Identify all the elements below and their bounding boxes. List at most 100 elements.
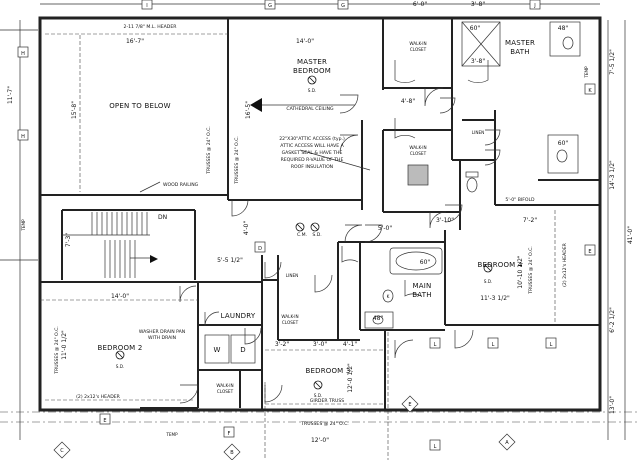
dim-12-0-half: 12'-0 1/2" bbox=[347, 363, 354, 393]
note-trusses-bottom: TRUSSES @ 24" O.C. bbox=[300, 421, 349, 427]
dim-3-8: 3'-8" bbox=[471, 1, 485, 8]
fixtures bbox=[204, 21, 581, 364]
dim-5-5: 5'-5 1/2" bbox=[217, 257, 243, 264]
dim-6-0: 6'-0" bbox=[413, 1, 427, 8]
grid-tag-top-2: G bbox=[268, 3, 272, 9]
room-open-to-below: OPEN TO BELOW bbox=[109, 102, 171, 110]
exterior-walls bbox=[38, 16, 602, 412]
grid-tag-bottom-e: E bbox=[408, 402, 411, 408]
dim-48-vanity: 48" bbox=[373, 315, 384, 322]
dim-4-0: 4'-0" bbox=[243, 221, 250, 235]
dryer-label: D bbox=[240, 346, 246, 354]
room-master-bath-line1: MASTER bbox=[505, 39, 535, 47]
grid-tag-top-3: G bbox=[341, 3, 345, 9]
sd-label-4: S.D. bbox=[484, 279, 493, 284]
note-attic-4: REQUIRED R-VALUE OF THE bbox=[281, 157, 344, 163]
note-washer-1: WASHER DRAIN PAN bbox=[139, 329, 185, 335]
room-walk-in-closet-1a: WALK-IN bbox=[409, 41, 426, 46]
dim-11-0-half: 11'-0 1/2" bbox=[61, 330, 68, 360]
stair: DN bbox=[62, 212, 167, 278]
dim-11-7: 11'-7" bbox=[7, 86, 14, 104]
grid-tag-left-1: H bbox=[21, 51, 25, 57]
room-bedroom-4: BEDROOM 4 bbox=[477, 261, 522, 269]
room-walk-in-closet-2b: CLOSET bbox=[410, 151, 427, 156]
room-bedroom-2: BEDROOM 2 bbox=[97, 344, 142, 352]
room-walk-in-closet-2a: WALK-IN bbox=[409, 145, 426, 150]
dim-4-8: 4'-8" bbox=[401, 98, 415, 105]
dim-10-10-half: 10'-10 1/2" bbox=[517, 255, 524, 289]
window-tag-2: L bbox=[492, 342, 495, 348]
dim-7-5: 7'-5 1/2" bbox=[609, 49, 616, 75]
room-walk-in-closet-3b: CLOSET bbox=[282, 320, 299, 325]
window-tag-d: D bbox=[258, 246, 262, 252]
dim-13-0: 13'-0" bbox=[609, 396, 616, 414]
dim-16-7: 16'-7" bbox=[126, 38, 144, 45]
room-laundry: LAUNDRY bbox=[221, 312, 256, 320]
room-walk-in-closet-4b: CLOSET bbox=[217, 389, 234, 394]
room-linen-2: LINEN bbox=[286, 273, 298, 278]
room-master-bedroom-line2: BEDROOM bbox=[293, 67, 331, 75]
grid-tag-left-2: H bbox=[21, 134, 25, 140]
room-master-bedroom-line1: MASTER bbox=[297, 58, 327, 66]
dim-3-0: 3'-0" bbox=[313, 341, 327, 348]
room-labels: OPEN TO BELOW MASTER BEDROOM S.D. MASTER… bbox=[97, 39, 535, 398]
note-washer-2: WITH DRAIN bbox=[148, 335, 176, 341]
room-walk-in-closet-1b: CLOSET bbox=[410, 47, 427, 52]
dim-14-0-top: 14'-0" bbox=[296, 38, 314, 45]
sd-label-2: S.D. bbox=[116, 364, 125, 369]
note-trusses-vertical-1: TRUSSES @ 24" O.C. bbox=[206, 126, 212, 175]
room-bedroom-3: BEDROOM 3 bbox=[305, 367, 350, 375]
room-main-bath-line1: MAIN bbox=[413, 282, 432, 290]
room-master-bath-line2: BATH bbox=[510, 48, 529, 56]
door-swings bbox=[179, 60, 501, 404]
grid-tag-right-2: E bbox=[588, 249, 591, 255]
dim-3-8b: 3'-8" bbox=[471, 58, 485, 65]
dim-60-sink2: 60" bbox=[558, 140, 569, 147]
note-attic-3: GASKET SEAL & HAVE THE bbox=[282, 150, 343, 156]
note-temp-left: TEMP bbox=[21, 219, 26, 232]
washer-label: W bbox=[213, 346, 220, 354]
note-attic-2: ATTIC ACCESS WILL HAVE A bbox=[280, 143, 344, 149]
grid-tag-bottom-a: A bbox=[505, 440, 509, 446]
smoke-detectors bbox=[115, 75, 493, 390]
window-tag-3: L bbox=[550, 342, 553, 348]
dim-4-1: 4'-1" bbox=[343, 341, 357, 348]
dim-6-2: 6'-2 1/2" bbox=[609, 307, 616, 333]
note-trusses-vertical-2: TRUSSES @ 24" O.C. bbox=[234, 136, 240, 185]
note-header-top: 2-11 7/8" M.L. HEADER bbox=[124, 24, 178, 30]
grid-tag-top-4: J bbox=[533, 3, 535, 9]
window-tag-1: L bbox=[434, 342, 437, 348]
window-tag-4: L bbox=[434, 444, 437, 450]
room-walk-in-closet-4a: WALK-IN bbox=[216, 383, 233, 388]
dashed-lines bbox=[40, 33, 556, 405]
window-tag-e: E bbox=[103, 418, 106, 424]
grid-tag-top-1: I bbox=[146, 3, 147, 9]
note-attic-1: 22"X30"ATTIC ACCESS (typ.) bbox=[279, 136, 345, 142]
note-temp-right: TEMP bbox=[584, 66, 589, 79]
dim-11-3-half: 11'-3 1/2" bbox=[480, 295, 510, 302]
dim-7-3: 7'-3" bbox=[65, 233, 72, 247]
kitchen-k-label: K bbox=[387, 294, 390, 299]
note-header-2x12-right: (2) 2x12's HEADER bbox=[562, 242, 568, 287]
grid-tag-right-1: K bbox=[588, 88, 592, 94]
note-bifold: 5'-0" BIFOLD bbox=[505, 197, 535, 203]
dim-3-2: 3'-2" bbox=[275, 341, 289, 348]
dimensions: 16'-7" 14'-0" 6'-0" 3'-8" 3'-8" 60" 48" … bbox=[7, 1, 634, 444]
note-cm: C.M. bbox=[297, 232, 307, 238]
note-sd-cm: S.D. bbox=[312, 232, 321, 238]
notes: 2-11 7/8" M.L. HEADER CATHEDRAL CEILING … bbox=[21, 24, 589, 437]
dim-48-sink1: 48" bbox=[558, 25, 569, 32]
note-girder: GIRDER TRUSS bbox=[310, 398, 344, 404]
grid-tag-bottom-f: F bbox=[228, 431, 231, 437]
note-header-2x12-left: (2) 2x12's HEADER bbox=[76, 394, 121, 400]
dim-14-0-mid: 14'-0" bbox=[111, 293, 129, 300]
room-linen: LINEN bbox=[472, 130, 484, 135]
room-walk-in-closet-3a: WALK-IN bbox=[281, 314, 298, 319]
note-cathedral: CATHEDRAL CEILING bbox=[286, 106, 334, 112]
dim-12-0: 12'-0" bbox=[311, 437, 329, 444]
dim-14-3: 14'-3 1/2" bbox=[609, 160, 616, 190]
dim-41-0: 41'-0" bbox=[627, 226, 634, 244]
sd-label-3: S.D. bbox=[314, 393, 323, 398]
sd-label: S.D. bbox=[308, 88, 317, 93]
dim-16-5: 16'-5" bbox=[245, 101, 252, 119]
